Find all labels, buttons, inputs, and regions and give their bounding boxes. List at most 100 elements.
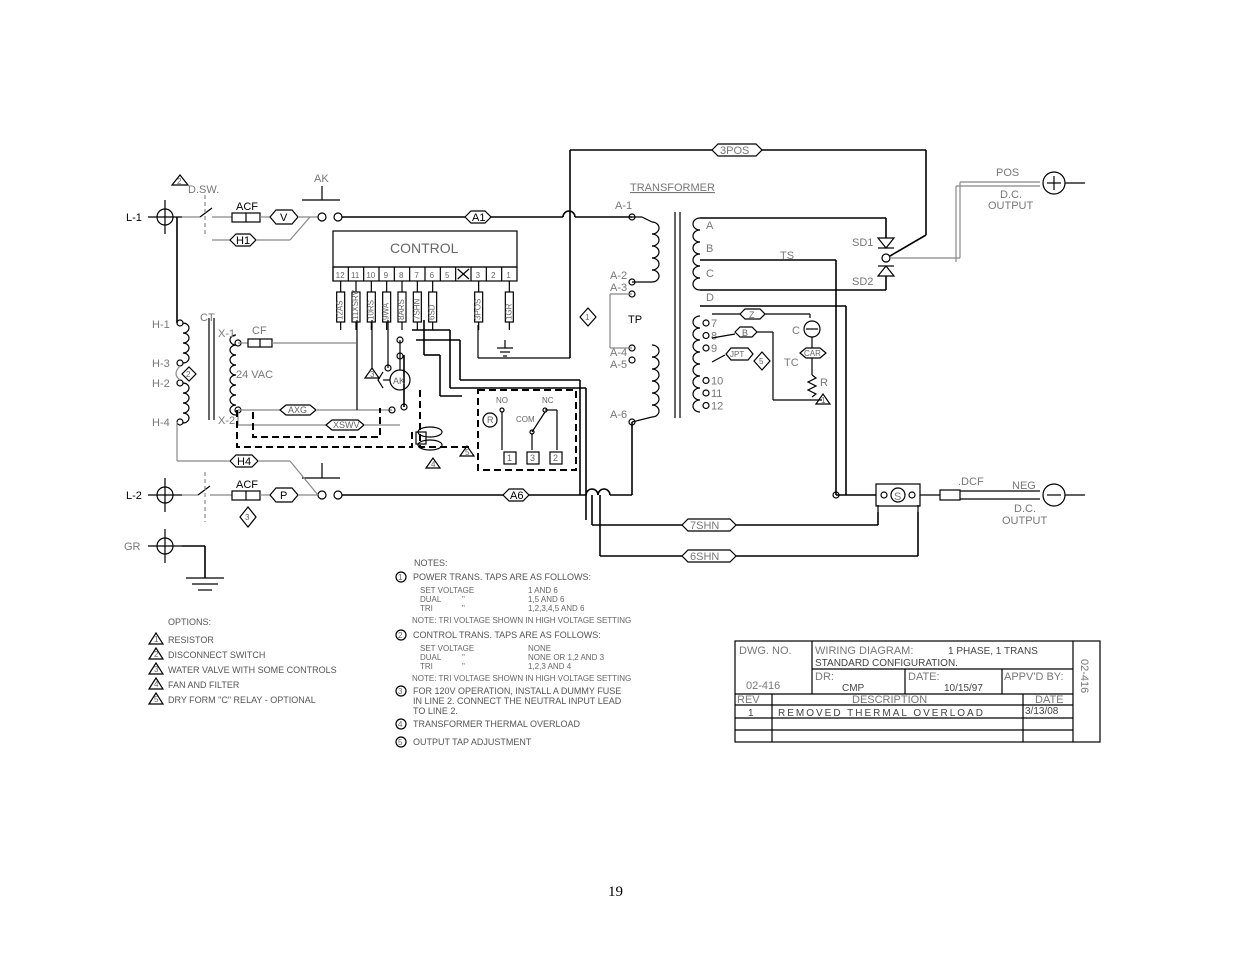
option-item: DRY FORM "C" RELAY - OPTIONAL xyxy=(168,695,316,705)
ground: GR xyxy=(124,529,224,591)
svg-text:1: 1 xyxy=(398,573,403,582)
svg-text:DESCRIPTION: DESCRIPTION xyxy=(852,694,927,706)
relay-terminal-2 xyxy=(549,451,563,465)
svg-text:A-6: A-6 xyxy=(610,409,627,421)
svg-text:TO LINE 2.: TO LINE 2. xyxy=(413,706,458,716)
line-1-input: L-1 2 D.SW. ACF V AK A1 H1 xyxy=(126,173,632,247)
svg-text:GR: GR xyxy=(124,541,141,553)
svg-text:3: 3 xyxy=(245,513,250,522)
svg-text:A6: A6 xyxy=(510,490,523,502)
svg-text:3POS: 3POS xyxy=(720,145,749,157)
title-block: DWG. NO. 02-416 WIRING DIAGRAM: 1 PHASE,… xyxy=(734,640,1101,743)
dsw-label: D.SW. xyxy=(188,184,219,196)
svg-text:3: 3 xyxy=(530,453,535,463)
svg-text:A: A xyxy=(706,220,714,232)
main-transformer: TRANSFORMER A-1 A-2 A-3 A-4 A-5 A-6 1 TP… xyxy=(579,182,887,495)
svg-text:": " xyxy=(462,604,465,613)
svg-text:H1: H1 xyxy=(236,235,250,247)
svg-text:4: 4 xyxy=(398,720,403,729)
svg-text:OPTIONS:: OPTIONS: xyxy=(168,617,211,627)
svg-text:NONE OR 1,2 AND 3: NONE OR 1,2 AND 3 xyxy=(528,653,605,662)
svg-text:P: P xyxy=(280,490,287,502)
svg-text:R: R xyxy=(820,377,828,389)
svg-text:.DCF: .DCF xyxy=(958,476,984,488)
svg-text:AK: AK xyxy=(393,376,405,386)
svg-text:A1: A1 xyxy=(472,212,485,224)
option-item: WATER VALVE WITH SOME CONTROLS xyxy=(168,665,337,675)
tap-label: 10 xyxy=(711,376,723,388)
line-2-input: L-2 ACF P A6 3 H4 xyxy=(126,454,632,528)
terminal-label: 12 xyxy=(336,271,345,280)
svg-text:V: V xyxy=(280,212,288,224)
option-triangle-icon xyxy=(147,631,165,645)
svg-text:3: 3 xyxy=(154,665,159,674)
svg-text:REV: REV xyxy=(737,694,760,706)
svg-text:NC: NC xyxy=(542,396,554,405)
svg-text:NOTE: TRI VOLTAGE SHOWN IN HIG: NOTE: TRI VOLTAGE SHOWN IN HIGH VOLTAGE … xyxy=(412,616,631,625)
option-triangle-icon xyxy=(147,661,165,675)
option-item: DISCONNECT SWITCH xyxy=(168,650,265,660)
wire-label: 8ARS xyxy=(397,299,406,320)
svg-text:TRI: TRI xyxy=(420,662,433,671)
svg-text:02-416: 02-416 xyxy=(746,680,780,692)
svg-text:DATE:: DATE: xyxy=(908,671,940,683)
svg-text:C: C xyxy=(792,325,800,337)
svg-text:H4: H4 xyxy=(237,456,251,468)
wire-label: 3POS xyxy=(474,299,483,320)
diode-sd1-icon xyxy=(876,237,896,249)
control-transformer: H-1 H-3 H-2 H-4 2 CT X-1 X-2 24 VAC CF A… xyxy=(152,217,400,462)
svg-text:CF: CF xyxy=(252,325,267,337)
svg-text:B: B xyxy=(742,328,748,338)
tap-label: 7 xyxy=(711,318,717,330)
tap-label: 12 xyxy=(711,401,723,413)
svg-text:POWER TRANS. TAPS ARE AS FOLLO: POWER TRANS. TAPS ARE AS FOLLOWS: xyxy=(413,572,591,582)
tap-label: 11 xyxy=(711,388,722,400)
option-triangle-icon xyxy=(170,174,190,186)
wire-label: 7SHN xyxy=(412,298,421,320)
tap-label: 8 xyxy=(711,331,717,343)
svg-text:APPV'D BY:: APPV'D BY: xyxy=(1004,671,1064,683)
option-item: RESISTOR xyxy=(168,635,214,645)
svg-text:4: 4 xyxy=(154,680,159,689)
svg-text:H-4: H-4 xyxy=(152,417,170,429)
svg-text:R: R xyxy=(487,415,494,425)
tap-label: 9 xyxy=(711,343,717,355)
svg-text:02-416: 02-416 xyxy=(1078,659,1090,693)
svg-text:DUAL: DUAL xyxy=(420,595,442,604)
dry-form-relay xyxy=(477,389,577,471)
svg-text:1: 1 xyxy=(585,313,590,322)
svg-text:COM: COM xyxy=(516,415,535,424)
svg-text:B: B xyxy=(706,243,713,255)
acf1-label: ACF xyxy=(236,201,258,213)
svg-text:JPT: JPT xyxy=(730,350,744,359)
svg-text:1 AND 6: 1 AND 6 xyxy=(528,586,558,595)
svg-text:S: S xyxy=(894,491,901,503)
svg-text:D.C.: D.C. xyxy=(1000,189,1022,201)
svg-text:2: 2 xyxy=(553,453,558,463)
svg-text:STANDARD CONFIGURATION.: STANDARD CONFIGURATION. xyxy=(815,658,958,669)
svg-text:1: 1 xyxy=(821,396,826,405)
svg-text:NOTES:: NOTES: xyxy=(414,558,448,568)
option-triangle-icon xyxy=(147,676,165,690)
svg-text:TRI: TRI xyxy=(420,604,433,613)
svg-text:ACF: ACF xyxy=(236,479,258,491)
svg-text:5: 5 xyxy=(465,448,470,457)
svg-text:H-2: H-2 xyxy=(152,378,170,390)
option-triangle-icon xyxy=(147,646,165,660)
svg-text:TP: TP xyxy=(628,314,642,326)
svg-text:CT: CT xyxy=(200,312,215,324)
svg-text:4: 4 xyxy=(431,460,436,469)
svg-text:NO: NO xyxy=(496,396,508,405)
svg-text:TRANSFORMER THERMAL OVERLOAD: TRANSFORMER THERMAL OVERLOAD xyxy=(413,719,581,729)
svg-text:AK: AK xyxy=(314,173,329,185)
svg-text:H-1: H-1 xyxy=(152,319,170,331)
svg-text:24 VAC: 24 VAC xyxy=(236,369,273,381)
svg-text:POS: POS xyxy=(996,167,1019,179)
svg-text:NOTE: TRI VOLTAGE SHOWN IN HIG: NOTE: TRI VOLTAGE SHOWN IN HIGH VOLTAGE … xyxy=(412,674,631,683)
svg-text:TS: TS xyxy=(780,250,794,262)
svg-text:1: 1 xyxy=(507,453,512,463)
output-section: SD1 SD2 POS D.C. OUTPUT S xyxy=(579,167,1085,563)
l2-label: L-2 xyxy=(126,490,142,502)
